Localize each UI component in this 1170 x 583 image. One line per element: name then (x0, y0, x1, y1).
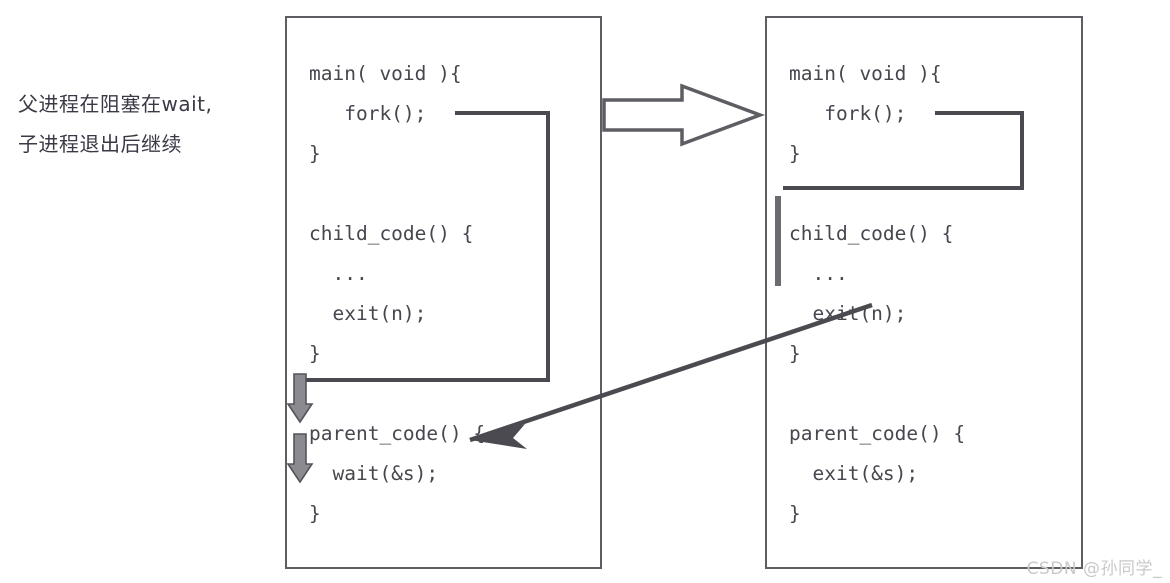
annotation-line-1: 父进程在阻塞在wait, (18, 92, 213, 116)
code-listing-left: main( void ){ fork(); } child_code() { .… (309, 62, 486, 525)
transform-block-arrow-icon (602, 83, 766, 147)
annotation-line-2: 子进程退出后继续 (18, 132, 182, 156)
code-panel-right: main( void ){ fork(); } child_code() { .… (765, 16, 1083, 569)
code-panel-left: main( void ){ fork(); } child_code() { .… (285, 16, 602, 569)
annotation-text: 父进程在阻塞在wait, 子进程退出后继续 (18, 84, 298, 164)
code-listing-right: main( void ){ fork(); } child_code() { .… (789, 62, 966, 525)
watermark: CSDN @孙同学_ (1026, 559, 1162, 579)
